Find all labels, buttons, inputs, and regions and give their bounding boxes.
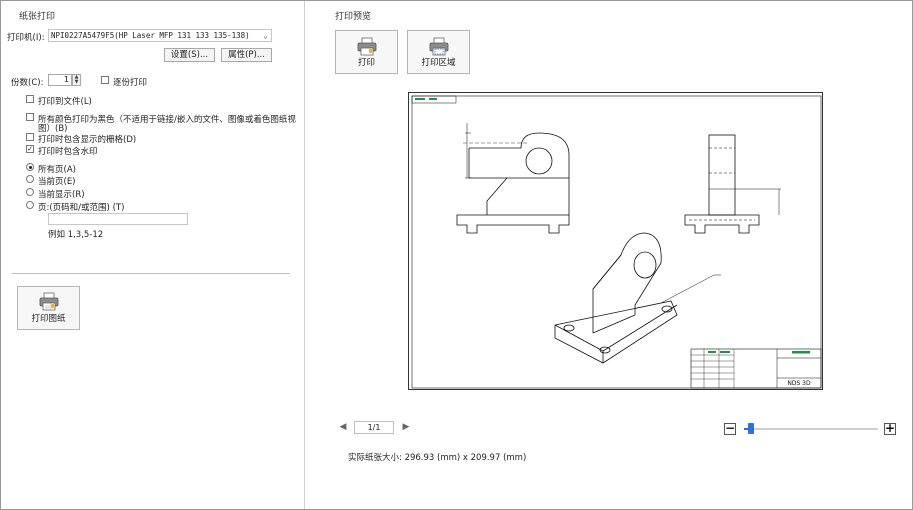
zoom-slider[interactable] (744, 423, 878, 434)
range-current-page-radio[interactable] (26, 175, 34, 183)
print-black-label-line2: 图）(B) (38, 124, 68, 134)
print-area-button[interactable]: 打印区域 (407, 30, 470, 74)
print-area-button-label: 打印区域 (421, 58, 456, 68)
zoom-in-button[interactable]: + (884, 421, 896, 435)
paper-print-section-title: 纸张打印 (19, 12, 56, 22)
print-sheet-button[interactable]: 打印图纸 (17, 286, 80, 330)
stepper-down-icon[interactable]: ▼ (74, 79, 79, 85)
print-watermark-label: 打印时包含水印 (38, 147, 98, 157)
printer-select[interactable]: NPI0227A5479F5(HP Laser MFP 131 133 135-… (48, 29, 272, 42)
panel-divider (304, 1, 305, 509)
print-preview-page: NDS 3D (408, 92, 823, 390)
zoom-slider-fill (744, 428, 748, 430)
copies-input[interactable]: 1 (48, 74, 72, 86)
range-all-radio[interactable] (26, 163, 34, 171)
range-pages-label: 页:(页码和/或范围) (T) (38, 203, 125, 213)
range-current-view-label: 当前显示(R) (38, 190, 85, 200)
copies-label: 份数(C): (11, 78, 44, 88)
printer-icon (39, 292, 58, 311)
printer-icon (357, 37, 376, 56)
range-current-view-radio[interactable] (26, 188, 34, 196)
left-panel (1, 1, 304, 509)
print-watermark-checkbox[interactable]: ✓ (26, 145, 34, 153)
printer-label: 打印机(I): (7, 33, 45, 43)
zoom-slider-thumb[interactable] (748, 423, 754, 434)
collate-label: 逐份打印 (113, 78, 148, 88)
print-button[interactable]: 打印 (335, 30, 398, 74)
collate-checkbox[interactable] (101, 76, 109, 84)
print-black-checkbox[interactable] (26, 113, 34, 121)
page-range-example: 例如 1,3,5-12 (48, 230, 104, 240)
next-page-icon[interactable]: ▶ (402, 422, 410, 432)
print-to-file-checkbox[interactable] (26, 95, 34, 103)
properties-button[interactable]: 属性(P)... (221, 48, 272, 62)
print-grid-checkbox[interactable] (26, 133, 34, 141)
print-preview-section-title: 打印预览 (335, 12, 372, 22)
print-black-label: 所有颜色打印为黑色（不适用于链接/嵌入的文件、图像或着色图纸视 (38, 115, 296, 125)
range-all-label: 所有页(A) (38, 165, 76, 175)
page-indicator[interactable]: 1/1 (354, 421, 394, 434)
setup-button[interactable]: 设置(S)... (164, 48, 215, 62)
engineering-drawing: NDS 3D (411, 95, 822, 389)
page-range-input[interactable] (48, 213, 188, 225)
chevron-down-icon: ⌄ (263, 31, 268, 40)
range-pages-radio[interactable] (26, 201, 34, 209)
left-panel-separator (12, 273, 290, 274)
copies-stepper[interactable]: ▲ ▼ (72, 74, 81, 86)
stepper-up-icon[interactable]: ▲ (74, 74, 79, 80)
print-to-file-label: 打印到文件(L) (38, 97, 92, 107)
printer-select-value: NPI0227A5479F5(HP Laser MFP 131 133 135-… (51, 31, 250, 40)
print-button-label: 打印 (357, 58, 375, 68)
print-area-icon (429, 37, 448, 56)
print-grid-label: 打印时包含显示的栅格(D) (38, 135, 137, 145)
previous-page-icon[interactable]: ◀ (339, 422, 347, 432)
print-sheet-button-label: 打印图纸 (31, 314, 66, 324)
zoom-out-button[interactable]: − (724, 421, 736, 435)
paper-size-text: 实际纸张大小: 296.93 (mm) x 209.97 (mm) (348, 453, 527, 463)
range-current-page-label: 当前页(E) (38, 177, 76, 187)
title-block-name: NDS 3D (787, 380, 811, 387)
